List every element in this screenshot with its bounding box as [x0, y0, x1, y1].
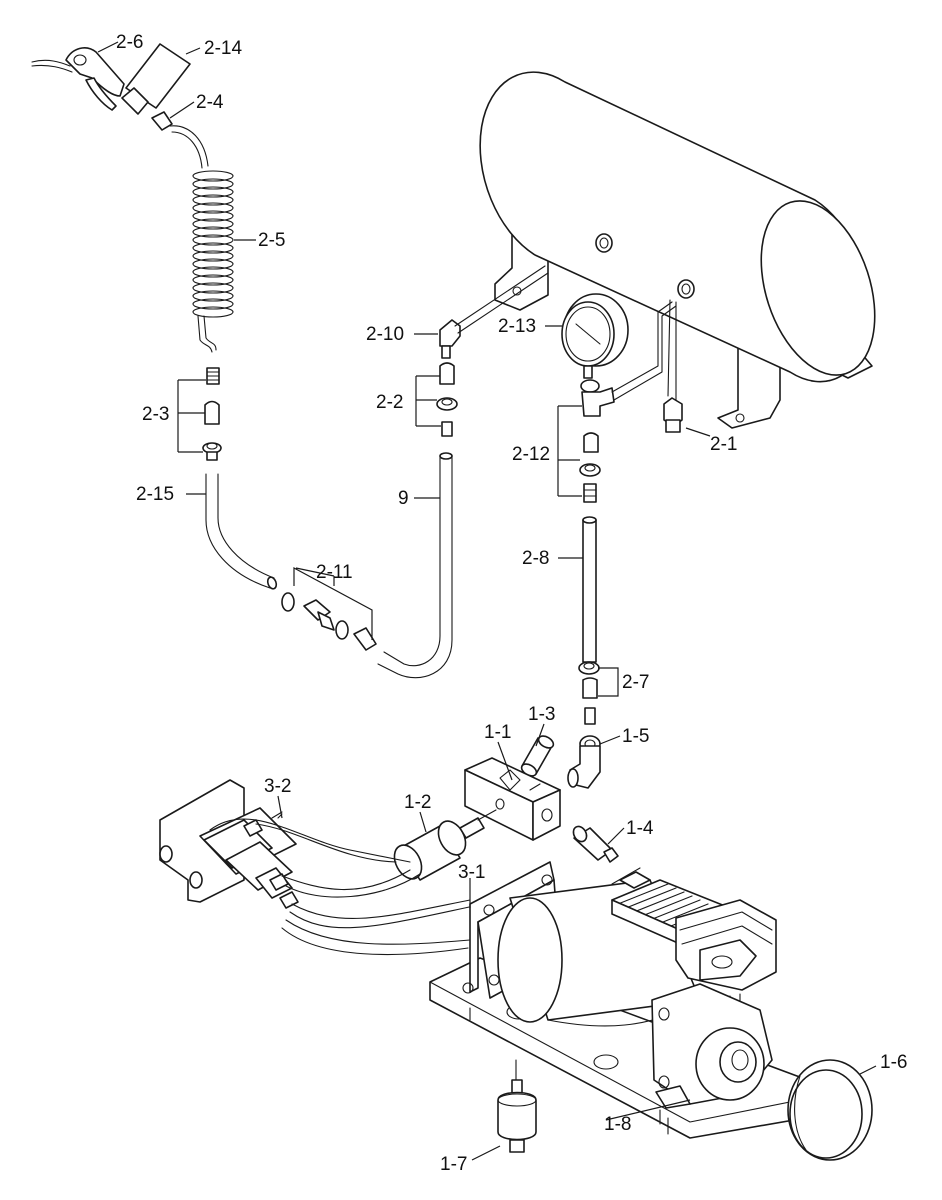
check-valve-1-4: [572, 825, 619, 863]
label-2-13: 2-13: [498, 316, 536, 337]
pressure-gauge-2-13: [561, 293, 629, 379]
fitting-set-2-3: [177, 367, 222, 461]
quick-coupler-2-14: [121, 43, 191, 131]
label-1-8: 1-8: [604, 1114, 631, 1135]
label-2-14: 2-14: [204, 38, 242, 59]
label-2-11: 2-11: [316, 562, 353, 583]
manifold-1-1: [464, 757, 561, 841]
label-2-7: 2-7: [622, 672, 649, 693]
label-2-1: 2-1: [710, 434, 737, 455]
inflator-gun: [31, 47, 125, 111]
air-tank: [479, 71, 876, 429]
label-2-2: 2-2: [376, 392, 403, 413]
label-2-12: 2-12: [512, 444, 550, 465]
hose-9: [377, 452, 453, 679]
elbow-2-10: [439, 265, 549, 359]
label-2-8: 2-8: [522, 548, 549, 569]
label-1-1: 1-1: [484, 722, 511, 743]
label-1-7: 1-7: [440, 1154, 467, 1175]
fitting-set-2-7: [578, 661, 619, 725]
label-1-5: 1-5: [622, 726, 649, 747]
hose-2-8: [582, 516, 597, 663]
label-2-4: 2-4: [196, 92, 224, 113]
label-2-15: 2-15: [136, 484, 174, 505]
tee-fitting-2-12: [557, 299, 677, 503]
part-labels: 2-6 2-14 2-4 2-5 2-10 2-13 2-2 2-3 2-12 …: [116, 32, 907, 1175]
label-2-3: 2-3: [142, 404, 169, 425]
label-1-4: 1-4: [626, 818, 654, 839]
label-3-1: 3-1: [458, 862, 485, 883]
fitting-set-2-2: [415, 362, 458, 437]
label-2-6: 2-6: [116, 32, 143, 53]
label-9: 9: [398, 488, 409, 509]
elbow-1-5: [567, 735, 601, 789]
label-2-5: 2-5: [258, 230, 285, 251]
connector-set-2-11: [281, 566, 377, 651]
rubber-isolator-1-7: [497, 1059, 537, 1153]
label-2-10: 2-10: [366, 324, 404, 345]
air-filter-1-6: [787, 1059, 873, 1161]
label-1-6: 1-6: [880, 1052, 907, 1073]
label-1-3: 1-3: [528, 704, 555, 725]
hose-2-15: [205, 473, 278, 590]
relay-harness-3-2: [159, 779, 475, 956]
compressor: [429, 861, 841, 1139]
coil-hose-2-5: [169, 125, 234, 353]
drain-cock-2-1: [663, 397, 683, 433]
label-1-2: 1-2: [404, 792, 431, 813]
label-3-2: 3-2: [264, 776, 291, 797]
leader-lines: [97, 41, 877, 1161]
